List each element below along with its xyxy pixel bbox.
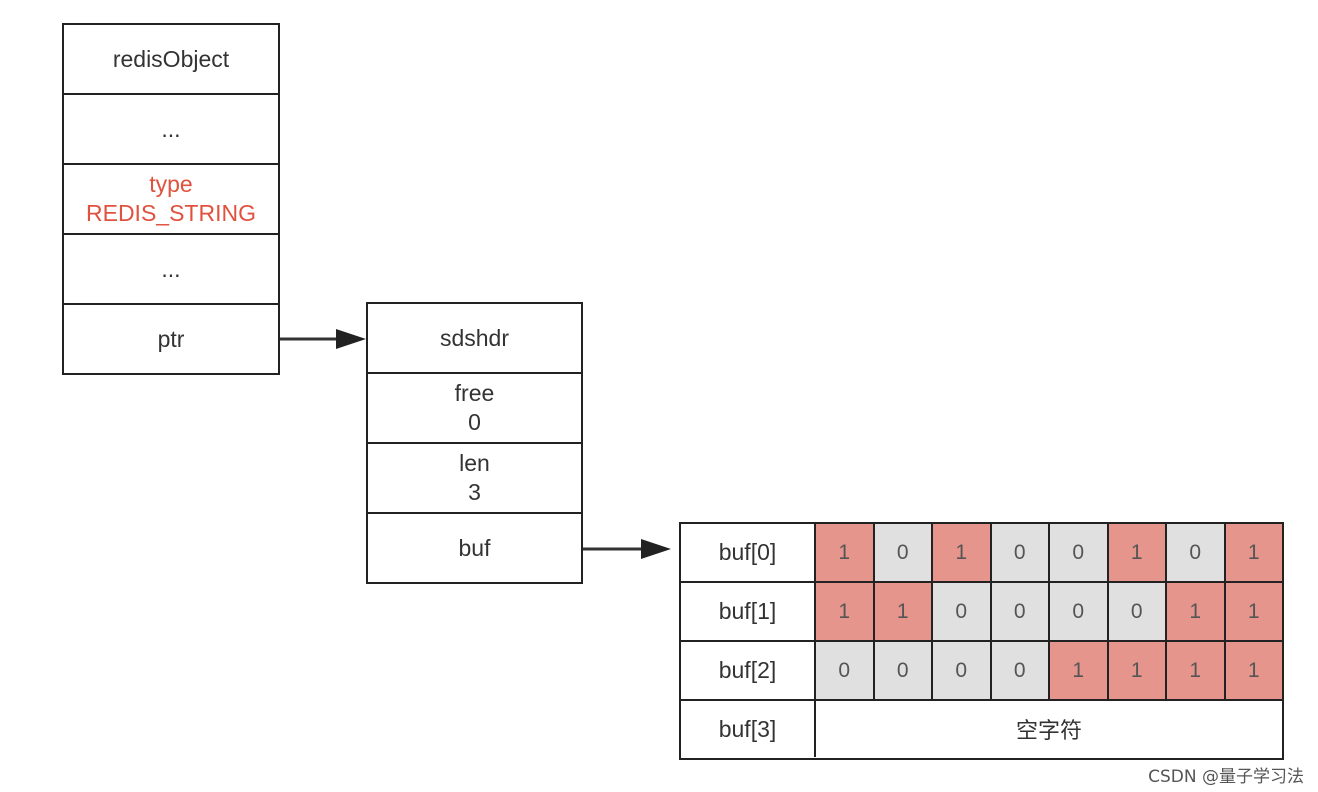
bit-cell: 0: [874, 642, 933, 699]
bit-cell: 1: [1225, 524, 1282, 581]
bit-cell: 1: [933, 524, 992, 581]
buf-row-2: buf[2] 0 0 0 0 1 1 1 1: [681, 642, 1282, 701]
watermark-text: CSDN @量子学习法: [1148, 767, 1304, 787]
sdshdr-len-field: len 3: [368, 444, 581, 514]
bit-cell: 0: [1050, 524, 1109, 581]
bit-cell: 1: [1167, 583, 1226, 640]
free-value: 0: [468, 409, 481, 435]
null-terminator-cell: 空字符: [1015, 718, 1082, 743]
bit-cell: 0: [933, 583, 992, 640]
bit-cell: 1: [1050, 642, 1109, 699]
bit-cell: 1: [874, 583, 933, 640]
sdshdr-title: sdshdr: [368, 304, 581, 374]
buf-row-1: buf[1] 1 1 0 0 0 0 1 1: [681, 583, 1282, 642]
buf-row-3: buf[3] 空字符: [681, 701, 1282, 757]
buf-row-label: buf[2]: [681, 642, 816, 699]
bit-cell: 1: [816, 583, 875, 640]
bit-cell: 1: [816, 524, 875, 581]
bit-cell: 0: [991, 642, 1050, 699]
redis-object-struct: redisObject ... type REDIS_STRING ... pt…: [62, 23, 280, 375]
buf-row-label: buf[0]: [681, 524, 816, 581]
bit-cell: 0: [1050, 583, 1109, 640]
bit-cell: 0: [816, 642, 875, 699]
buf-to-table-arrow: [583, 539, 671, 559]
type-field-label: type: [149, 171, 193, 197]
bit-cell: 0: [991, 524, 1050, 581]
sdshdr-struct: sdshdr free 0 len 3 buf: [366, 302, 583, 584]
redis-object-type-field: type REDIS_STRING: [64, 165, 278, 235]
redis-object-ellipsis-2: ...: [64, 235, 278, 305]
buf-row-label: buf[1]: [681, 583, 816, 640]
bit-cell: 1: [1167, 642, 1226, 699]
redis-object-title: redisObject: [64, 25, 278, 95]
buf-row-label: buf[3]: [681, 701, 816, 757]
redis-object-ptr-field: ptr: [157, 325, 185, 352]
bit-cell: 1: [1108, 524, 1167, 581]
bit-cell: 0: [933, 642, 992, 699]
type-field-value: REDIS_STRING: [86, 200, 256, 226]
bit-cell: 0: [991, 583, 1050, 640]
bit-cell: 1: [1225, 583, 1282, 640]
ptr-to-sdshdr-arrow: [280, 329, 366, 349]
bit-cell: 0: [874, 524, 933, 581]
buf-bit-table: buf[0] 1 0 1 0 0 1 0 1 buf[1] 1 1 0 0 0 …: [679, 522, 1284, 760]
len-label: len: [459, 450, 490, 476]
len-value: 3: [468, 479, 481, 505]
bit-cell: 1: [1108, 642, 1167, 699]
buf-row-0: buf[0] 1 0 1 0 0 1 0 1: [681, 524, 1282, 583]
sdshdr-buf-field: buf: [458, 534, 491, 561]
free-label: free: [454, 380, 495, 406]
bit-cell: 0: [1167, 524, 1226, 581]
bit-cell: 1: [1225, 642, 1282, 699]
bit-cell: 0: [1108, 583, 1167, 640]
sdshdr-free-field: free 0: [368, 374, 581, 444]
redis-object-ellipsis-1: ...: [64, 95, 278, 165]
